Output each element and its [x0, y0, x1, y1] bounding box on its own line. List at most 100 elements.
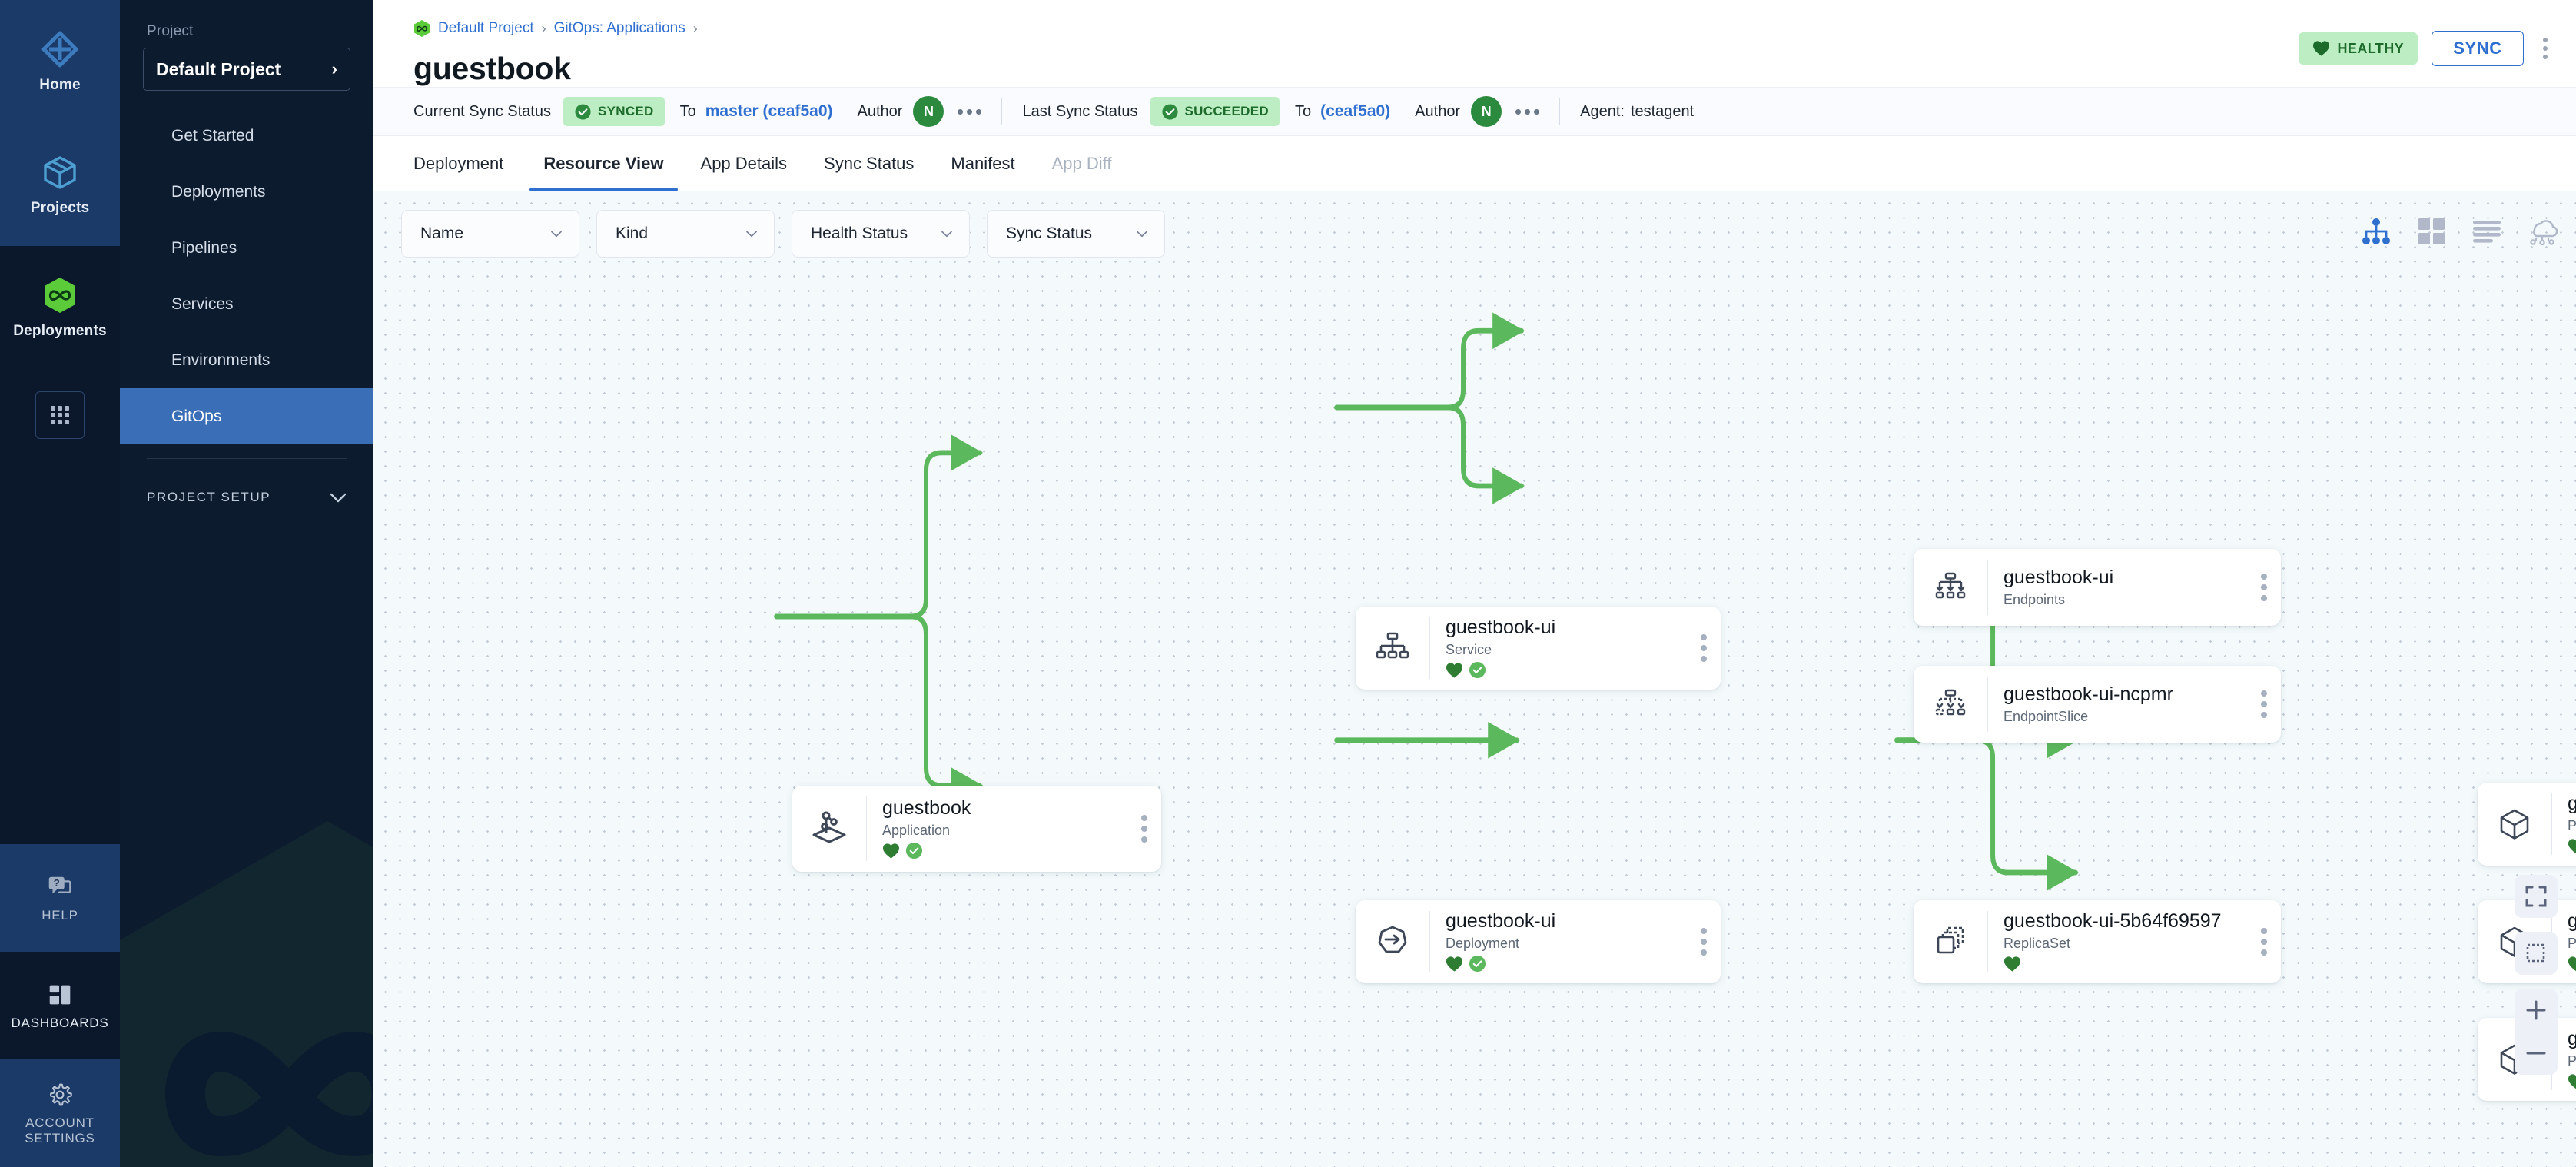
- avatar[interactable]: N: [1471, 96, 1502, 127]
- node-badges: [2568, 955, 2576, 973]
- node-overflow-menu[interactable]: [1127, 815, 1161, 843]
- node-badges: [2568, 1072, 2576, 1091]
- sync-button[interactable]: SYNC: [2432, 31, 2524, 66]
- tree-view-icon[interactable]: [2359, 214, 2393, 248]
- node-overflow-menu[interactable]: [1687, 634, 1721, 662]
- status-divider: [1001, 98, 1003, 125]
- last-sync-overflow-icon[interactable]: [1515, 108, 1540, 115]
- network-view-icon[interactable]: [2525, 214, 2559, 248]
- tab-deployment[interactable]: Deployment: [413, 154, 504, 173]
- chevron-down-icon: [1137, 231, 1147, 237]
- node-overflow-menu[interactable]: [1687, 928, 1721, 956]
- filter-name[interactable]: Name: [401, 210, 579, 258]
- sidebar-item-label: GitOps: [171, 407, 222, 425]
- gear-icon: [50, 1084, 72, 1106]
- node-title: guestbook-ui-ncpmr: [2003, 683, 2173, 706]
- page-header: Default Project › GitOps: Applications ›…: [373, 0, 2576, 87]
- zoom-in-out-group: [2515, 989, 2558, 1075]
- last-sync-revision[interactable]: (ceaf5a0): [1320, 102, 1391, 120]
- breadcrumb-default-project[interactable]: Default Project: [438, 20, 534, 36]
- rail-apps-grid-button[interactable]: [0, 369, 120, 461]
- graph-node-service[interactable]: guestbook-ui Service: [1356, 607, 1721, 690]
- rail-bottom-group: ? HELP DASHBOARDS: [0, 844, 120, 1167]
- endpoints-icon: [1914, 568, 1987, 607]
- node-title: guestbook-ui: [1446, 910, 1556, 933]
- check-circle-icon: [1161, 103, 1178, 120]
- node-kind: Pod: [2568, 817, 2576, 833]
- node-body: guestbook-ui-5b64f6959… Pod: [2552, 910, 2576, 973]
- filter-kind[interactable]: Kind: [596, 210, 775, 258]
- graph-node-application[interactable]: guestbook Application: [792, 786, 1161, 872]
- grid-view-icon[interactable]: [2415, 214, 2448, 248]
- filter-sync-status-label: Sync Status: [1006, 224, 1093, 242]
- breadcrumb-gitops-applications[interactable]: GitOps: Applications: [553, 20, 685, 36]
- filter-health-status[interactable]: Health Status: [792, 210, 970, 258]
- resource-graph-canvas[interactable]: Name Kind Health Status Sync Status: [373, 191, 2576, 1167]
- node-kind: Endpoints: [2003, 591, 2066, 607]
- avatar[interactable]: N: [913, 96, 944, 127]
- graph-node-endpointslice[interactable]: guestbook-ui-ncpmr EndpointSlice: [1914, 666, 2281, 743]
- heart-icon: [2568, 839, 2576, 854]
- node-overflow-menu[interactable]: [2247, 574, 2281, 601]
- zoom-in-icon[interactable]: [2515, 989, 2558, 1032]
- filter-name-label: Name: [420, 224, 464, 242]
- sidebar-project-setup-toggle[interactable]: PROJECT SETUP: [120, 476, 373, 519]
- sidebar-item-label: Deployments: [171, 182, 266, 201]
- filter-sync-status[interactable]: Sync Status: [987, 210, 1165, 258]
- tab-sync-status[interactable]: Sync Status: [824, 154, 915, 173]
- rail-item-help[interactable]: ? HELP: [0, 844, 120, 952]
- sidebar-item-get-started[interactable]: Get Started: [120, 108, 373, 164]
- breadcrumb-separator: ›: [541, 20, 546, 36]
- current-sync-revision[interactable]: master (ceaf5a0): [705, 102, 833, 120]
- graph-node-pod-1[interactable]: guestbook-ui-5b64f6959… Pod: [2478, 783, 2576, 866]
- last-sync-status-label: Last Sync Status: [1022, 102, 1138, 120]
- heart-icon: [2568, 1074, 2576, 1089]
- project-selector[interactable]: Default Project ›: [143, 48, 350, 91]
- sidebar-item-label: Services: [171, 294, 234, 313]
- tab-app-diff: App Diff: [1051, 154, 1112, 173]
- rail-label-deployments: Deployments: [13, 323, 107, 340]
- sidebar-item-environments[interactable]: Environments: [120, 332, 373, 388]
- heart-icon: [2312, 41, 2329, 56]
- current-sync-status-value: SYNCED: [597, 104, 654, 118]
- zoom-out-icon[interactable]: [2515, 1032, 2558, 1075]
- node-body: guestbook-ui-ncpmr EndpointSlice: [1988, 683, 2247, 725]
- last-sync-status-badge: SUCCEEDED: [1150, 97, 1280, 126]
- rail-item-dashboards[interactable]: DASHBOARDS: [0, 952, 120, 1059]
- graph-node-deployment[interactable]: guestbook-ui Deployment: [1356, 900, 1721, 983]
- fit-screen-icon[interactable]: [2515, 875, 2558, 918]
- page-title: guestbook: [413, 51, 571, 86]
- sidebar-item-pipelines[interactable]: Pipelines: [120, 220, 373, 276]
- filter-health-status-label: Health Status: [811, 224, 908, 242]
- last-sync-to-label: To: [1294, 102, 1312, 120]
- current-sync-overflow-icon[interactable]: [958, 108, 982, 115]
- sidebar-item-gitops[interactable]: GitOps: [120, 388, 373, 444]
- sidebar-item-deployments[interactable]: Deployments: [120, 164, 373, 220]
- health-status-label: HEALTHY: [2337, 40, 2404, 56]
- tab-resource-view[interactable]: Resource View: [525, 136, 682, 191]
- rail-item-home[interactable]: Home: [0, 0, 120, 123]
- list-view-icon[interactable]: [2470, 214, 2504, 248]
- graph-node-replicaset[interactable]: guestbook-ui-5b64f69597 ReplicaSet: [1914, 900, 2281, 983]
- sidebar-item-services[interactable]: Services: [120, 276, 373, 332]
- node-overflow-menu[interactable]: [2247, 690, 2281, 718]
- filter-bar: Name Kind Health Status Sync Status: [401, 210, 1165, 258]
- rail-item-deployments[interactable]: Deployments: [0, 246, 120, 369]
- sidebar-item-label: Get Started: [171, 126, 254, 145]
- node-divider: [866, 796, 867, 861]
- node-overflow-menu[interactable]: [2247, 928, 2281, 956]
- tab-app-details[interactable]: App Details: [700, 154, 788, 173]
- node-body: guestbook-ui-5b64f6959… Pod: [2552, 1028, 2576, 1091]
- select-box-icon[interactable]: [2515, 932, 2558, 975]
- pod-icon: [2478, 805, 2551, 843]
- breadcrumb-separator: ›: [692, 20, 698, 36]
- graph-node-endpoints[interactable]: guestbook-ui Endpoints: [1914, 549, 2281, 626]
- rail-label-account-settings: ACCOUNT SETTINGS: [25, 1115, 95, 1145]
- sidebar-item-label: Environments: [171, 351, 271, 369]
- rail-item-account-settings[interactable]: ACCOUNT SETTINGS: [0, 1059, 120, 1167]
- kebab-vertical-icon[interactable]: [2538, 38, 2553, 59]
- module-rail: Home Projects Deployments: [0, 0, 120, 1167]
- tab-manifest[interactable]: Manifest: [951, 154, 1015, 173]
- rail-item-projects[interactable]: Projects: [0, 123, 120, 246]
